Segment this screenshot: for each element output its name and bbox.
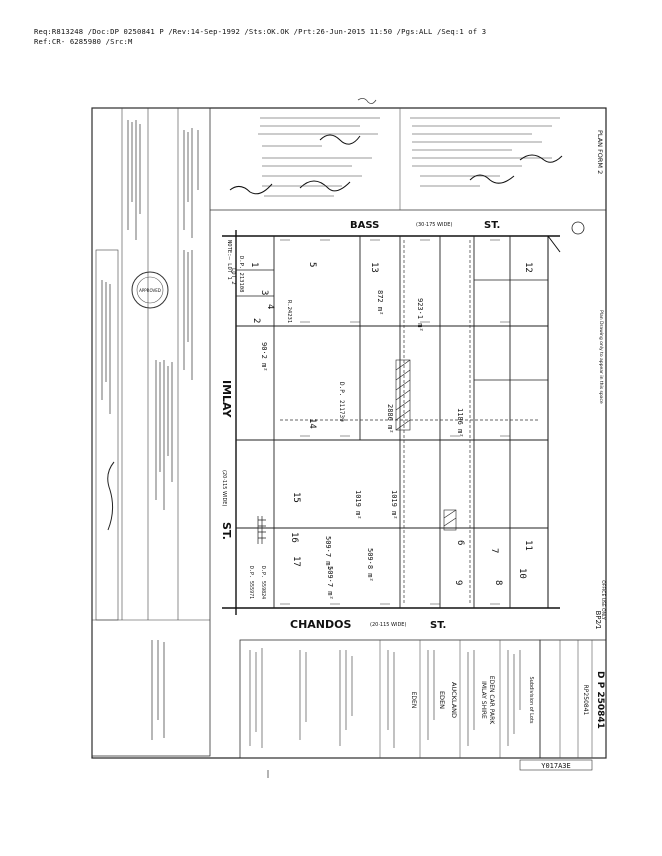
lot-area: 1019 m² (390, 490, 398, 520)
seal-text: APPROVED (139, 288, 161, 293)
lot-number: 13 (369, 262, 379, 273)
street-bass: BASS (350, 220, 379, 231)
top-certificate-area (210, 108, 606, 211)
lot-area: 1186 m² (456, 408, 464, 438)
locality-value: IMLAY SHIRE (480, 681, 487, 719)
lot-number: 5 (307, 262, 317, 267)
subdivision-value: Subdivision of Lots (528, 677, 534, 724)
document-header-line-1: Req:R813248 /Doc:DP 0250841 P /Rev:14-Se… (34, 27, 487, 36)
plan-reference: R.24231 (286, 300, 292, 323)
lot-number: 11 (523, 540, 533, 551)
lot-note-2: LOT 2 (230, 268, 236, 285)
bottom-reference: Y017A3E (541, 762, 571, 770)
street-bass-width: (30·175 WIDE) (416, 222, 452, 228)
lot-number: 7 (489, 548, 499, 553)
drawing-notice: Plan Drawing only to appear in this spac… (598, 310, 604, 404)
reference-box (519, 759, 593, 771)
lot-area: 509·7 m² (326, 566, 334, 600)
lot-area: 923·1 m² (416, 298, 424, 332)
lot-number: 3 (259, 290, 269, 295)
parish-value: EDEN (438, 691, 446, 709)
lot-note-1: NOTE:— LOT 1 (226, 240, 232, 280)
lot-number: 9 (453, 580, 463, 585)
street-imlay: IMLAY (220, 380, 233, 419)
lot-area: 2886 m² (386, 404, 394, 434)
left-admin-panel: APPROVED (91, 107, 211, 757)
lot-number: 16 (289, 532, 299, 543)
registered-stamp: RP250841 (582, 685, 589, 716)
street-chandos: CHANDOS (290, 618, 351, 631)
street-imlay-st: ST. (220, 522, 233, 540)
office-use-label: OFFICE USE ONLY (600, 580, 606, 620)
lot-number: 2 (251, 318, 261, 323)
dp-number: D P 250841 (595, 671, 605, 729)
document-header-line-2: Ref:CR- 6285980 /Src:M (34, 37, 133, 46)
plan-reference: D.P. 211739 (338, 382, 345, 422)
county-value: AUCKLAND (450, 682, 458, 718)
lot-area: 90·2 m² (260, 342, 268, 372)
lot-area: 1019 m² (354, 490, 362, 520)
street-chandos-width: (20·115 WIDE) (370, 622, 406, 628)
lot-area: 509·8 m² (366, 548, 374, 582)
lot-number: 8 (493, 580, 503, 585)
sheet-border (91, 107, 607, 759)
plan-reference: D.P. 213108 (238, 256, 244, 292)
plan-reference: D.P. 555971 (248, 566, 254, 599)
council-value: EDEN (410, 692, 417, 709)
plan-form-label: PLAN FORM 2 (596, 130, 604, 174)
plan-drawing: BASS ST. (30·175 WIDE) IMLAY (20·115 WID… (220, 220, 585, 631)
street-imlay-width: (20·115 WIDE) (221, 470, 227, 506)
plan-reference: D.P. 559824 (260, 566, 266, 599)
sheet-mark: BP2⁄1 (594, 610, 602, 629)
lot-number: 17 (291, 556, 301, 567)
title-block: D P 250841 RP250841 OFFICE USE ONLY EDEN… (239, 580, 607, 759)
street-chandos-st: ST. (430, 620, 446, 631)
lot-number: 10 (517, 568, 527, 579)
street-bass-st: ST. (484, 220, 500, 231)
lot-area: 872 m² (376, 290, 384, 315)
lot-number: 1 (249, 262, 259, 267)
lot-number: 14 (307, 418, 317, 429)
pencil-mark (357, 98, 377, 104)
lot-number: 6 (455, 540, 465, 545)
lot-area: 509·7 m² (324, 536, 332, 570)
lot-number: 12 (523, 262, 533, 273)
town-value: EDEN CAR PARK (488, 676, 495, 725)
lot-number: 4 (265, 304, 275, 309)
lot-number: 15 (291, 492, 301, 503)
